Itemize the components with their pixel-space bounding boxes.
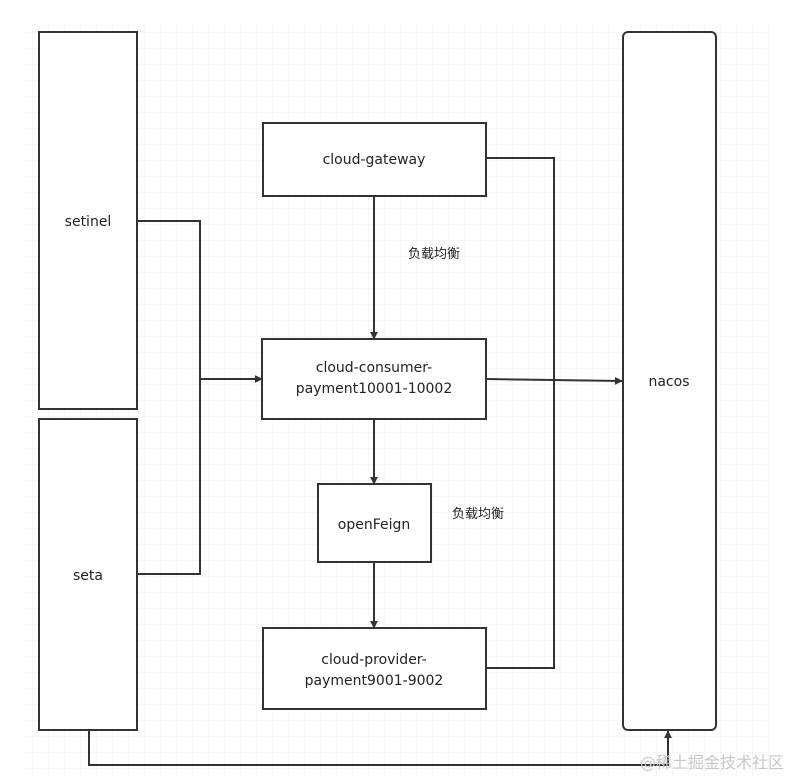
watermark: @稀土掘金技术社区 [640,753,784,772]
edge-seata-to-nacos [88,730,672,766]
node-seata-label: seta [73,568,103,584]
node-sentinel-label: setinel [65,214,112,230]
node-openfeign-label: openFeign [338,517,411,533]
edge-provider-to-nacos [486,380,555,669]
node-gateway-label: cloud-gateway [323,152,426,168]
node-provider: cloud-provider- payment9001-9002 [262,627,487,710]
edge-label-gateway-load-balancing: 负载均衡 [408,247,460,262]
node-nacos: nacos [622,31,717,731]
node-consumer-label-line2: payment10001-10002 [296,381,453,397]
node-provider-label-line2: payment9001-9002 [305,673,444,689]
node-consumer-label-line1: cloud-consumer- [316,360,432,376]
connectors [88,157,672,766]
node-sentinel: setinel [38,31,138,410]
node-seata: seta [38,418,138,731]
edge-consumer-to-nacos [485,376,623,385]
edge-sentinel-to-consumer [137,220,201,379]
edge-label-feign-load-balancing: 负载均衡 [452,507,504,522]
node-nacos-label: nacos [648,374,689,390]
node-gateway: cloud-gateway [262,122,487,197]
node-openfeign: openFeign [317,483,432,563]
edge-seata-to-consumer [137,379,201,575]
node-consumer: cloud-consumer- payment10001-10002 [261,338,487,420]
edge-gateway-to-nacos [486,157,555,380]
node-provider-label-line1: cloud-provider- [321,652,426,668]
